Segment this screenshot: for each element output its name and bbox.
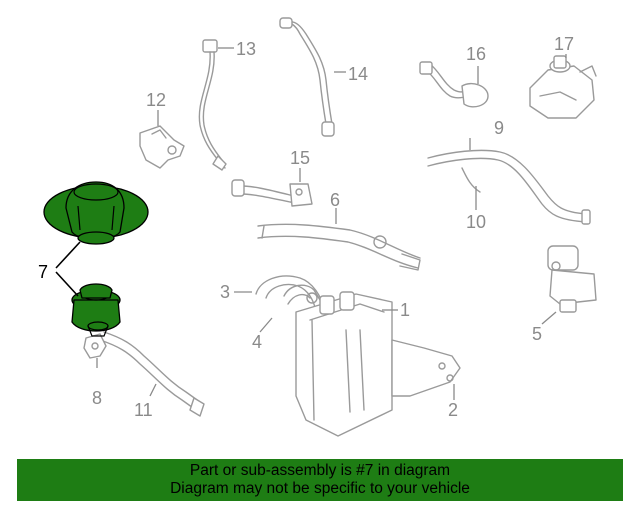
part-11-hose [99, 331, 205, 417]
callout-15: 15 [290, 148, 310, 168]
callout-5: 5 [532, 324, 542, 344]
part-17-valve [529, 55, 597, 119]
parts-diagram: 1 2 3 4 5 6 7 8 9 10 11 12 13 14 15 16 1… [38, 17, 597, 437]
part-8-clamp [83, 333, 107, 359]
part-7-shield-highlighted [43, 181, 149, 245]
part-15-hose [231, 179, 313, 207]
callout-14: 14 [348, 64, 368, 84]
callout-4: 4 [252, 332, 262, 352]
callout-labels: 1 2 3 4 5 6 7 8 9 10 11 12 13 14 15 16 1… [38, 34, 574, 420]
callout-16: 16 [466, 44, 486, 64]
callout-6: 6 [330, 190, 340, 210]
banner-line-1: Part or sub-assembly is #7 in diagram [189, 462, 451, 479]
callout-1: 1 [400, 300, 410, 320]
callout-11: 11 [134, 400, 153, 420]
callout-9: 9 [494, 118, 504, 138]
part-6-tube [257, 223, 421, 271]
leader-lines [55, 47, 567, 400]
banner-line-2: Diagram may not be specific to your vehi… [170, 480, 470, 497]
part-16-hose [419, 61, 489, 108]
callout-12: 12 [146, 90, 166, 110]
part-13-hose [198, 39, 227, 171]
part-12-bracket [139, 125, 185, 169]
callout-7: 7 [38, 262, 48, 282]
part-1-canister [295, 291, 393, 437]
info-banner: Part or sub-assembly is #7 in diagram Di… [17, 459, 623, 501]
callout-13: 13 [236, 39, 256, 59]
part-2-bracket [391, 339, 461, 397]
part-14-sensor [279, 17, 335, 137]
part-4-hose [283, 284, 321, 305]
callout-2: 2 [448, 400, 458, 420]
callout-17: 17 [554, 34, 574, 54]
part-9-tube [427, 149, 591, 225]
part-7-housing-highlighted [71, 283, 121, 337]
callout-10: 10 [466, 212, 486, 232]
callout-3: 3 [220, 282, 230, 302]
part-5-solenoid [547, 245, 597, 313]
callout-8: 8 [92, 388, 102, 408]
